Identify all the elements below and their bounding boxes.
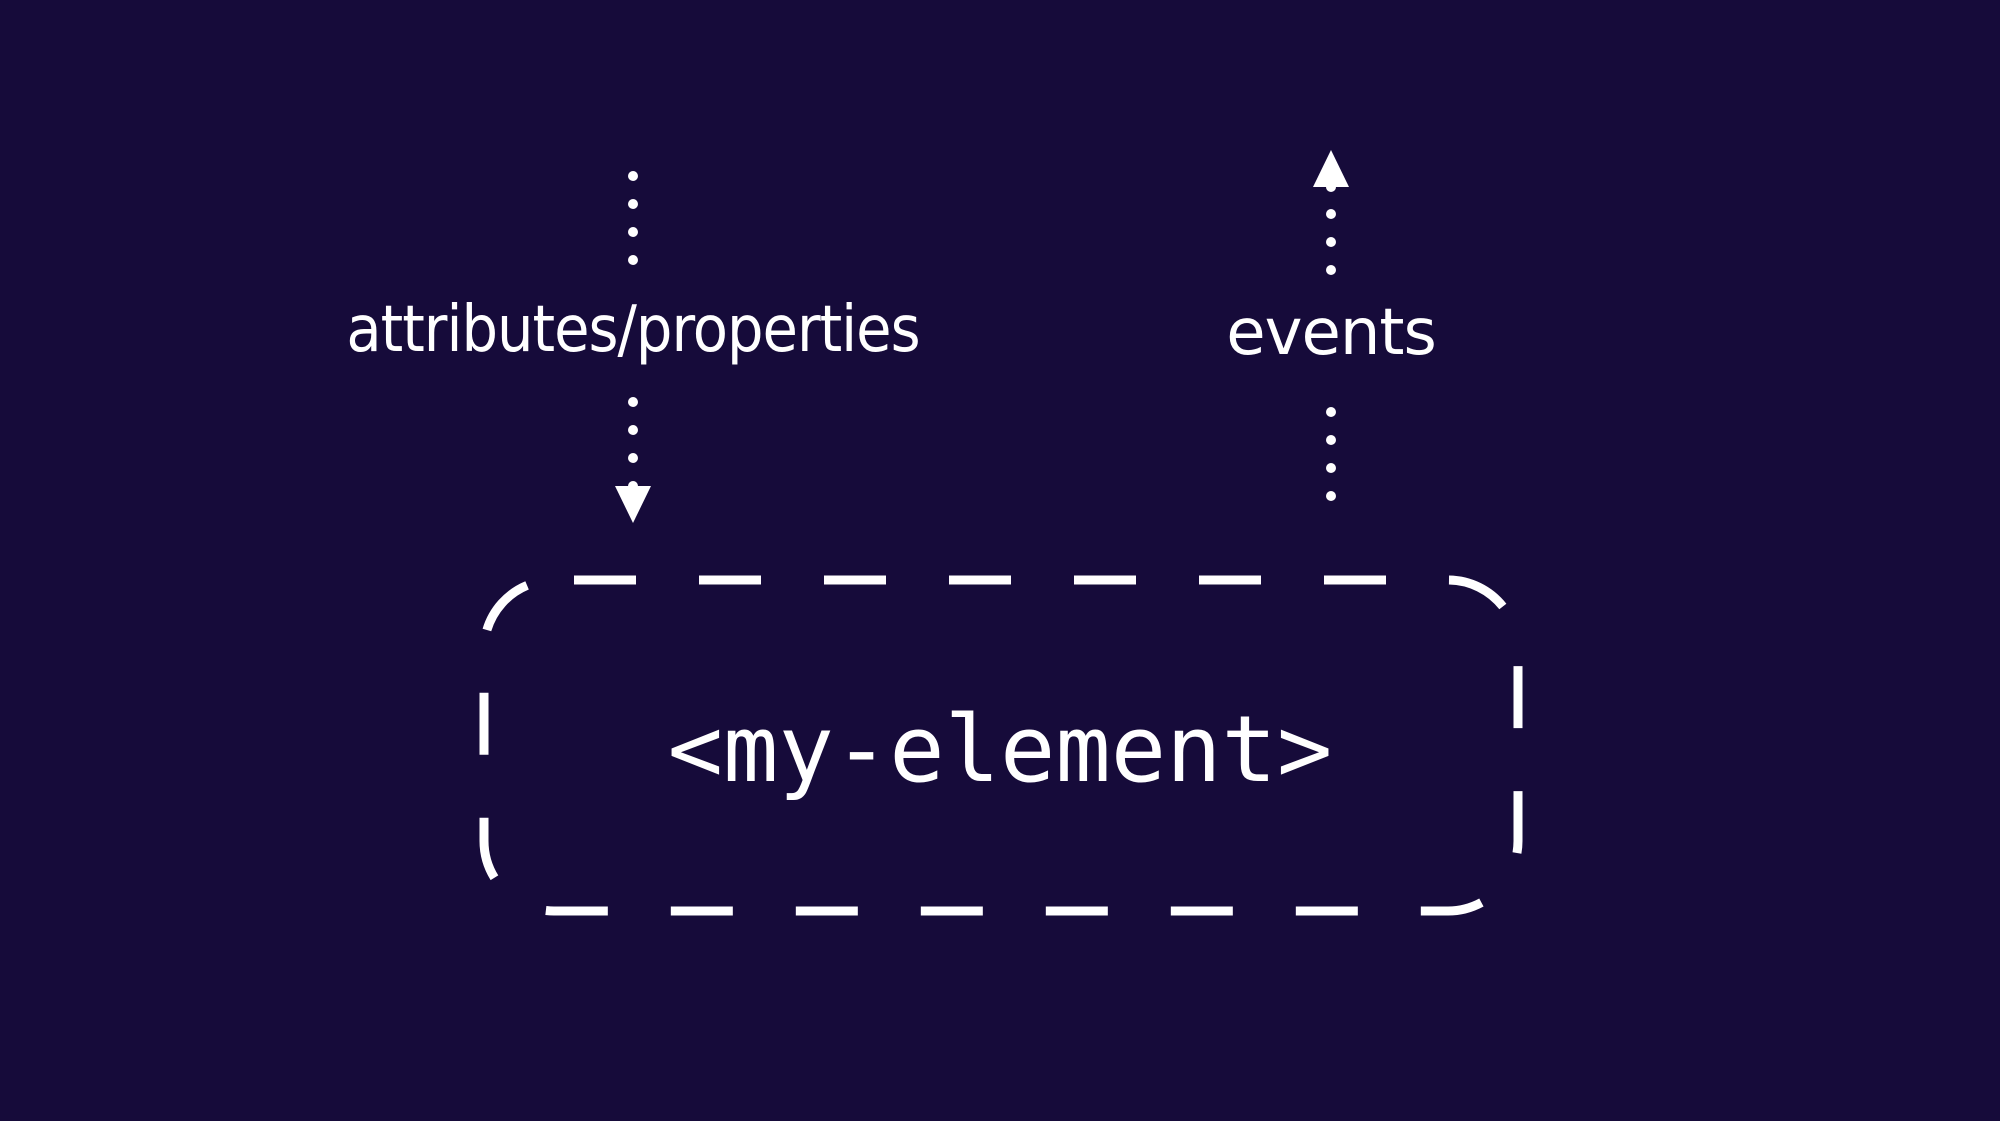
input-label: attributes/properties bbox=[346, 293, 920, 367]
output-dotted-line-top bbox=[1326, 182, 1336, 275]
input-dotted-line-bottom bbox=[628, 397, 638, 491]
input-dotted-line-top bbox=[628, 171, 638, 265]
output-label: events bbox=[1226, 296, 1437, 370]
element-boundary bbox=[479, 575, 1523, 916]
output-dotted-line-bottom bbox=[1326, 407, 1336, 501]
arrow-down-icon bbox=[615, 486, 651, 523]
arrow-up-icon bbox=[1313, 150, 1349, 187]
element-tag-label: <my-element> bbox=[667, 696, 1333, 803]
